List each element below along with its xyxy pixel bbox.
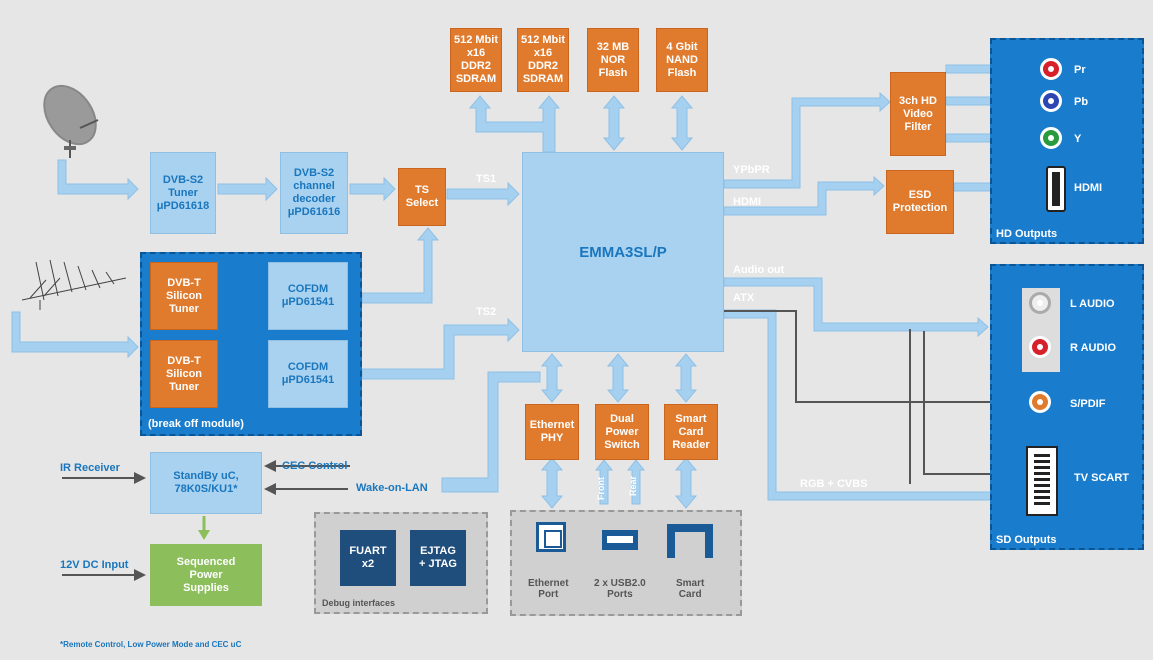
- dvbt-tuner-b-chip: DVB-T Silicon Tuner: [150, 340, 218, 408]
- tuner-decoder-arrow: [217, 176, 278, 202]
- footnote: *Remote Control, Low Power Mode and CEC …: [60, 640, 242, 649]
- smart-card-reader-chip: Smart Card Reader: [664, 404, 718, 460]
- pb-label: Pb: [1074, 96, 1089, 108]
- spdif-rca-icon: [1029, 391, 1051, 413]
- front-label: Front: [596, 477, 606, 500]
- y-label: Y: [1074, 133, 1082, 145]
- rear-label: Rear: [628, 475, 638, 496]
- rear-arrow: [626, 459, 646, 505]
- ts2-label: TS2: [476, 306, 497, 318]
- dc-input-label: 12V DC Input: [60, 559, 129, 571]
- break-off-module-panel: DVB-T Silicon Tuner DVB-T Silicon Tuner …: [140, 252, 362, 436]
- emma-soc-chip: EMMA3SL/P: [522, 152, 724, 352]
- ddr2-arrow: [468, 95, 561, 153]
- l-audio-rca-icon: [1029, 292, 1051, 314]
- nor-arrow: [602, 95, 626, 151]
- debug-interfaces-label: Debug interfaces: [322, 598, 396, 608]
- eth-arrow: [540, 353, 564, 403]
- rgb-arrow: [723, 309, 1021, 507]
- break-off-label: (break off module): [148, 418, 244, 430]
- debug-interfaces-panel: FUART x2 EJTAG + JTAG Debug interfaces: [314, 512, 488, 614]
- r-audio-label: R AUDIO: [1070, 342, 1117, 354]
- ts-select-chip: TS Select: [398, 168, 446, 226]
- ethernet-port-icon: [536, 522, 566, 552]
- ethernet-port-label: Ethernet Port: [528, 578, 569, 600]
- ir-receiver-label: IR Receiver: [60, 462, 120, 474]
- hdmi-connector-icon: [1046, 166, 1066, 212]
- front-arrow: [594, 459, 614, 505]
- hdmi-arrow: [723, 175, 885, 216]
- scart-connector-icon: [1026, 446, 1058, 516]
- smart-card-slot-icon: [667, 524, 713, 558]
- terrestrial-antenna-icon: [21, 259, 127, 310]
- satellite-dish-icon: [43, 84, 99, 158]
- dvbs2-decoder-chip: DVB-S2 channel decoder μPD61616: [280, 152, 348, 234]
- sd-outputs-title: SD Outputs: [996, 534, 1057, 546]
- audio-arrow: [723, 277, 989, 338]
- dual-power-switch-chip: Dual Power Switch: [595, 404, 649, 460]
- atx-label: ATX: [733, 292, 755, 304]
- pr-label: Pr: [1074, 64, 1086, 76]
- sat-feed-arrow: [57, 159, 139, 201]
- hd-outputs-title: HD Outputs: [996, 228, 1058, 240]
- pb-rca-icon: [1040, 90, 1062, 112]
- sd-outputs-panel: L AUDIO R AUDIO S/PDIF TV SCART SD Outpu…: [990, 264, 1144, 550]
- sc-arrow: [674, 353, 698, 403]
- nor-flash-chip: 32 MB NOR Flash: [587, 28, 639, 92]
- pr-rca-icon: [1040, 58, 1062, 80]
- nand-arrow: [670, 95, 694, 151]
- atx-line: [724, 310, 1020, 408]
- terr-feed-arrow: [11, 311, 139, 359]
- ethernet-phy-chip: Ethernet PHY: [525, 404, 579, 460]
- sequenced-power-supplies-chip: Sequenced Power Supplies: [150, 544, 262, 606]
- smart-card-label: Smart Card: [676, 578, 705, 600]
- wol-arrow: [441, 371, 541, 493]
- scart-audio-line: [923, 331, 1020, 480]
- rgb-cvbs-label: RGB + CVBS: [800, 478, 868, 490]
- y-rca-icon: [1040, 127, 1062, 149]
- ts2-arrow: [361, 317, 520, 380]
- video-filter-chip: 3ch HD Video Filter: [890, 72, 946, 156]
- ts1-arrow: [446, 181, 520, 207]
- power-arrow: [606, 353, 630, 403]
- l-audio-label: L AUDIO: [1070, 298, 1115, 310]
- cofdm-a-chip: COFDM μPD61541: [268, 262, 348, 330]
- hdmi-bus-label: HDMI: [733, 196, 762, 208]
- spdif-label: S/PDIF: [1070, 398, 1106, 410]
- ddr2-sdram-a-chip: 512 Mbit x16 DDR2 SDRAM: [450, 28, 502, 92]
- dvbt-tuner-a-chip: DVB-T Silicon Tuner: [150, 262, 218, 330]
- ypbpr-arrow: [723, 91, 891, 189]
- cec-control-label: CEC Control: [282, 460, 348, 472]
- r-audio-rca-icon: [1029, 336, 1051, 358]
- ts1-label: TS1: [476, 173, 497, 185]
- ejtag-chip: EJTAG + JTAG: [410, 530, 466, 586]
- ypbpr-label: YPbPR: [733, 164, 770, 176]
- nand-flash-chip: 4 Gbit NAND Flash: [656, 28, 708, 92]
- audio-out-label: Audio out: [733, 264, 785, 276]
- hdmi-label: HDMI: [1074, 182, 1103, 194]
- cofdm-ts-arrow: [361, 227, 440, 304]
- ports-panel: Ethernet Port 2 x USB2.0 Ports Smart Car…: [510, 510, 742, 616]
- hd-outputs-panel: Pr Pb Y HDMI HD Outputs: [990, 38, 1144, 244]
- decoder-ts-arrow: [349, 176, 396, 202]
- eth-port-arrow: [540, 457, 564, 509]
- standby-uc-chip: StandBy uC, 78K0S/KU1*: [150, 452, 262, 514]
- ddr2-sdram-b-chip: 512 Mbit x16 DDR2 SDRAM: [517, 28, 569, 92]
- dvbs2-tuner-chip: DVB-S2 Tuner μPD61618: [150, 152, 216, 234]
- usb-ports-label: 2 x USB2.0 Ports: [594, 578, 646, 600]
- esd-protection-chip: ESD Protection: [886, 170, 954, 234]
- usb-port-icon: [602, 530, 638, 550]
- wake-on-lan-label: Wake-on-LAN: [356, 482, 428, 494]
- fuart-chip: FUART x2: [340, 530, 396, 586]
- sc-port-arrow: [674, 457, 698, 509]
- tv-scart-label: TV SCART: [1074, 472, 1129, 484]
- cofdm-b-chip: COFDM μPD61541: [268, 340, 348, 408]
